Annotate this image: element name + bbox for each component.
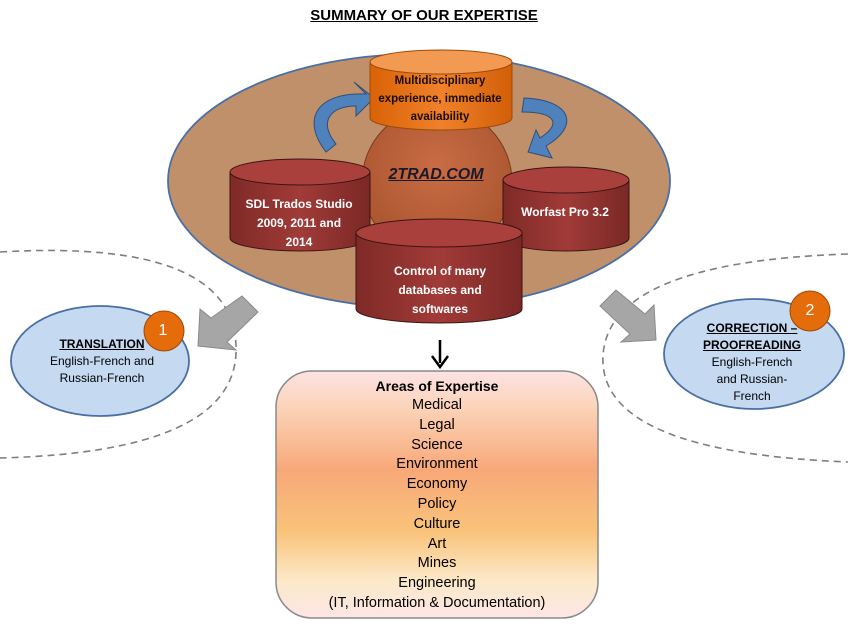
down-arrow-icon [430, 340, 450, 370]
area-item: Art [427, 535, 447, 552]
translation-heading: TRANSLATION [59, 337, 145, 351]
area-item: Culture [413, 515, 461, 532]
area-item: (IT, Information & Documentation) [328, 594, 546, 611]
areas-heading: Areas of Expertise [375, 378, 499, 394]
arrow-to-translation-icon [197, 295, 259, 351]
brand-label: 2TRAD.COM [388, 166, 484, 183]
sdl-trados-label: SDL Trados Studio 2009, 2011 and 2014 [245, 197, 353, 249]
translation-text: TRANSLATION English-French and Russian-F… [22, 336, 182, 387]
cylinder-sdl-trados [229, 158, 371, 252]
areas-of-expertise-list: Areas of Expertise Medical Legal Science… [279, 372, 595, 614]
proofreading-heading: PROOFREADING [702, 338, 801, 352]
badge-2-number: 2 [805, 302, 815, 319]
badge-2 [789, 290, 831, 332]
badge-1-number: 1 [158, 322, 168, 339]
arrow-to-correction-icon [599, 289, 657, 343]
cylinder-worfast [502, 166, 630, 252]
multidisciplinary-label: Multidisciplinary experience, immediate … [378, 75, 502, 123]
correction-heading: CORRECTION – [706, 321, 798, 335]
cylinder-databases [355, 218, 523, 324]
badge-1 [143, 310, 185, 352]
right-dashed-arc [602, 253, 848, 463]
area-item: Mines [417, 555, 457, 572]
curved-arrow-right-icon [521, 97, 568, 159]
left-dashed-arc [0, 249, 237, 459]
area-item: Environment [396, 456, 478, 473]
databases-label: Control of many databases and softwares [394, 264, 486, 316]
curved-arrow-left-icon [313, 81, 375, 153]
area-item: Science [411, 436, 463, 453]
area-item: Policy [417, 495, 457, 512]
worfast-label: Worfast Pro 3.2 [521, 205, 609, 219]
page-title: SUMMARY OF OUR EXPERTISE [310, 7, 538, 24]
area-item: Legal [419, 416, 455, 433]
area-item: Medical [412, 397, 462, 413]
area-item: Engineering [398, 575, 476, 592]
areas-of-expertise-box [275, 370, 599, 619]
area-item: Economy [406, 476, 468, 493]
cylinder-multidisciplinary [369, 49, 513, 131]
correction-text: CORRECTION – PROOFREADING English-French… [672, 320, 832, 405]
